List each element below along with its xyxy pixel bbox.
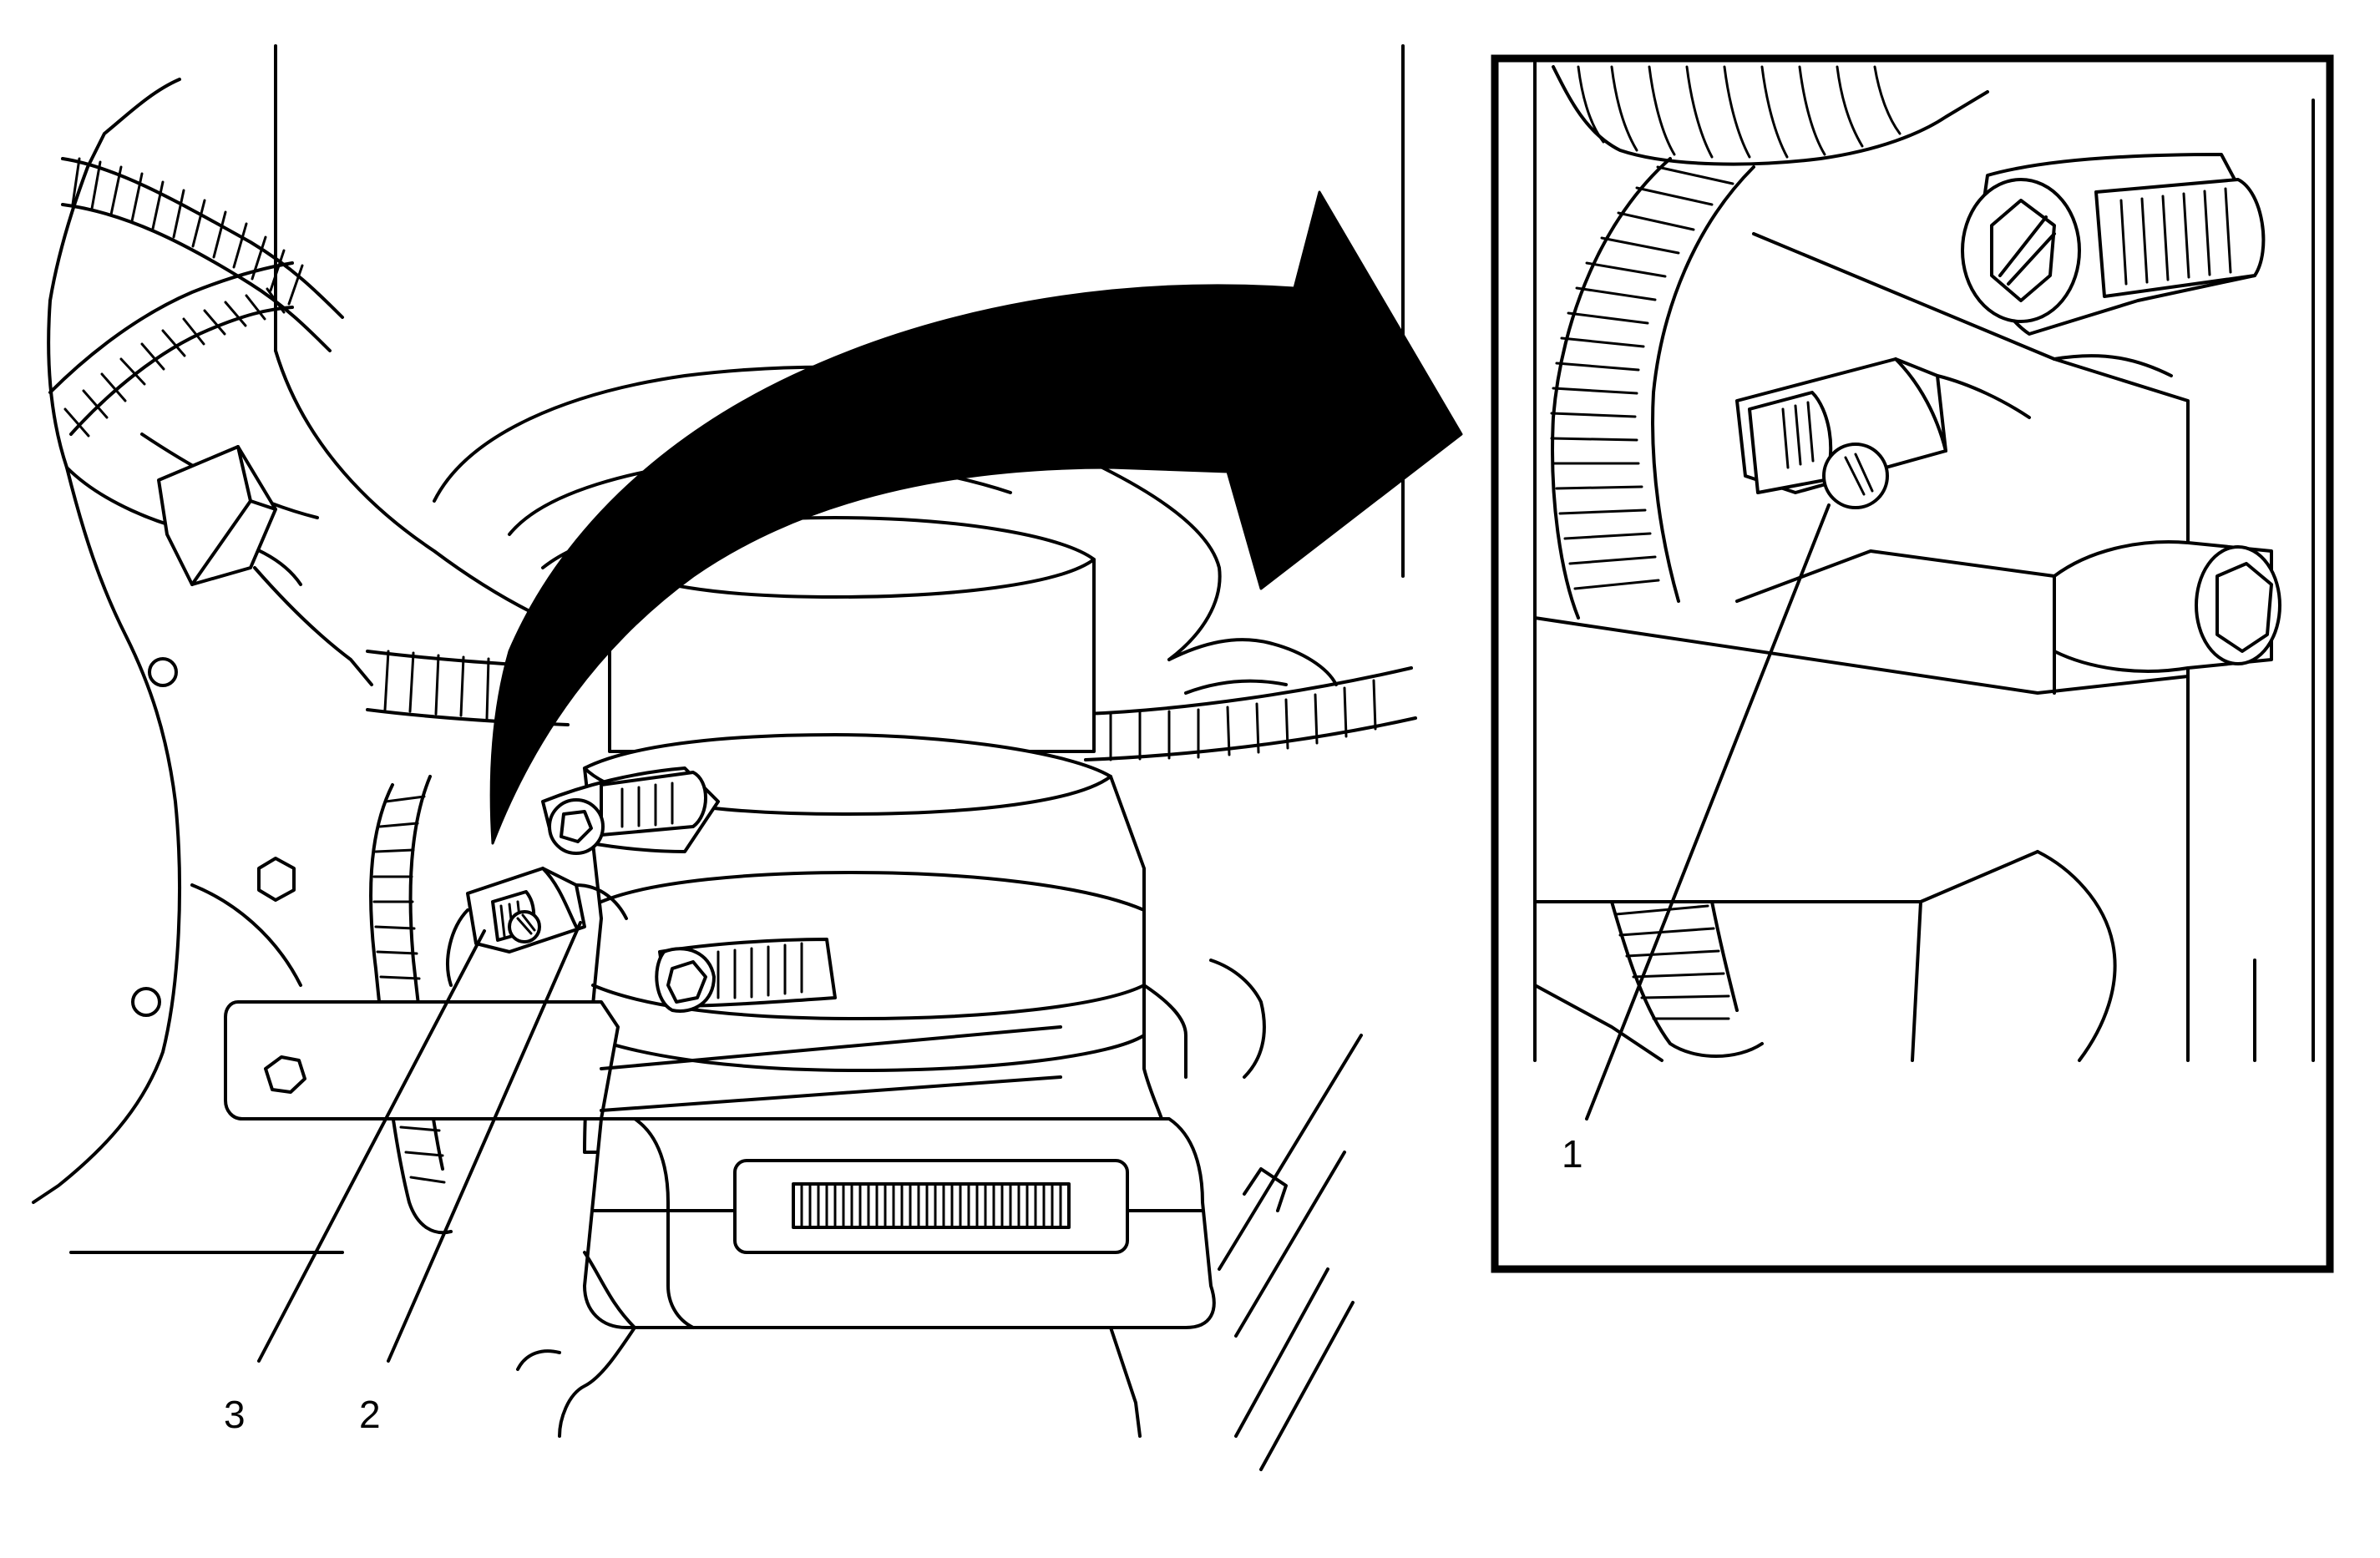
detail-inset: [1491, 54, 2334, 1273]
inset-wiring-harness: [1550, 157, 1764, 1058]
leader-line-2: [387, 921, 582, 1363]
callout-3: 3: [224, 1393, 246, 1436]
lower-clamp: [655, 938, 837, 1013]
inset-hex-bolt: [2215, 562, 2273, 653]
inset-speed-sensor: [1735, 357, 2031, 509]
leader-line-1: [1585, 503, 1831, 1120]
leader-lines: [257, 503, 1831, 1363]
mounting-bracket: [224, 1000, 620, 1120]
harness-connector-left: [157, 445, 277, 586]
case-bolt-hole-lower: [131, 987, 161, 1017]
leader-line-3: [257, 929, 486, 1363]
upper-clamp: [541, 766, 720, 855]
wiring-harness-upper: [48, 157, 344, 438]
main-view: [32, 44, 1463, 1471]
callout-2: 2: [359, 1393, 381, 1436]
callout-1: 1: [1562, 1132, 1583, 1176]
bracket-hex-bolt: [264, 1055, 306, 1094]
case-bolt-hole-upper: [148, 657, 178, 687]
speed-sensor: [446, 867, 628, 987]
rotation-arrow: [489, 190, 1463, 845]
case-hex-bolt: [257, 857, 296, 902]
inset-clamp: [1961, 153, 2266, 336]
transmission-case: [32, 78, 181, 1204]
